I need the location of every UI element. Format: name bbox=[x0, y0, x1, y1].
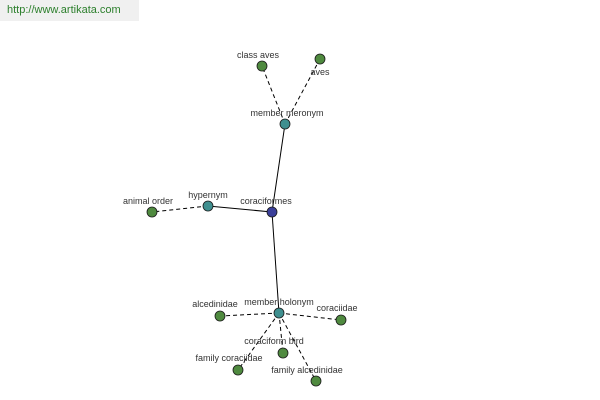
node-animal-order[interactable]: animal order bbox=[123, 196, 173, 218]
node-hypernym[interactable]: hypernym bbox=[188, 190, 228, 212]
node-label: family alcedinidae bbox=[271, 365, 343, 375]
node-dot[interactable] bbox=[266, 206, 278, 218]
node-coraciidae[interactable]: coraciidae bbox=[316, 303, 358, 326]
edge-member-holonym-to-family-alcedinidae bbox=[278, 312, 317, 382]
node-member-holonym[interactable]: member holonym bbox=[244, 297, 314, 319]
node-dot[interactable] bbox=[214, 310, 226, 322]
node-label: coraciform bird bbox=[244, 336, 304, 346]
node-label: class aves bbox=[237, 50, 280, 60]
edge-member-meronym-to-aves bbox=[284, 58, 321, 125]
node-dot[interactable] bbox=[279, 118, 291, 130]
node-label: aves bbox=[310, 67, 330, 77]
edges bbox=[151, 58, 342, 382]
nodes: coraciformes member meronym hypernym member… bbox=[123, 50, 358, 387]
node-dot[interactable] bbox=[256, 60, 268, 72]
node-dot[interactable] bbox=[335, 314, 347, 326]
edge-member-holonym-to-alcedinidae bbox=[219, 312, 280, 317]
edge-coraciiformes-to-member-holonym bbox=[271, 211, 280, 314]
node-label: coraciidae bbox=[316, 303, 357, 313]
edge-coraciiformes-to-member-meronym bbox=[271, 123, 286, 213]
edge-member-holonym-to-coraciiform-bird bbox=[278, 312, 284, 354]
node-coraciiform-bird[interactable]: coraciform bird bbox=[244, 336, 304, 359]
node-dot[interactable] bbox=[310, 375, 322, 387]
node-label: member holonym bbox=[244, 297, 314, 307]
node-label: hypernym bbox=[188, 190, 228, 200]
node-label: member meronym bbox=[250, 108, 323, 118]
node-dot[interactable] bbox=[232, 364, 244, 376]
node-aves[interactable]: aves bbox=[310, 53, 330, 77]
node-member-meronym[interactable]: member meronym bbox=[250, 108, 324, 130]
node-family-coraciidae[interactable]: family coracjidae bbox=[195, 353, 263, 376]
edge-coraciiformes-to-hypernym bbox=[207, 205, 273, 213]
node-label: coraciformes bbox=[240, 196, 292, 206]
node-family-alcedinidae[interactable]: family alcedinidae bbox=[271, 365, 343, 387]
source-url[interactable]: http://www.artikata.com bbox=[0, 0, 139, 21]
node-dot[interactable] bbox=[202, 200, 214, 212]
node-class-aves[interactable]: class aves bbox=[237, 50, 280, 72]
node-dot[interactable] bbox=[273, 307, 285, 319]
edge-hypernym-to-animal-order bbox=[151, 205, 209, 213]
node-label: alcedinidae bbox=[192, 299, 238, 309]
node-dot[interactable] bbox=[146, 206, 158, 218]
node-alcedinidae[interactable]: alcedinidae bbox=[192, 299, 238, 322]
node-coraciiformes[interactable]: coraciformes bbox=[240, 196, 292, 218]
edge-member-meronym-to-class-aves bbox=[261, 65, 286, 125]
node-label: animal order bbox=[123, 196, 173, 206]
node-label: family coracjidae bbox=[195, 353, 262, 363]
node-dot[interactable] bbox=[314, 53, 326, 65]
node-dot[interactable] bbox=[277, 347, 289, 359]
edge-member-holonym-to-family-coraciidae bbox=[237, 312, 280, 371]
edge-member-holonym-to-coraciidae bbox=[278, 312, 342, 321]
